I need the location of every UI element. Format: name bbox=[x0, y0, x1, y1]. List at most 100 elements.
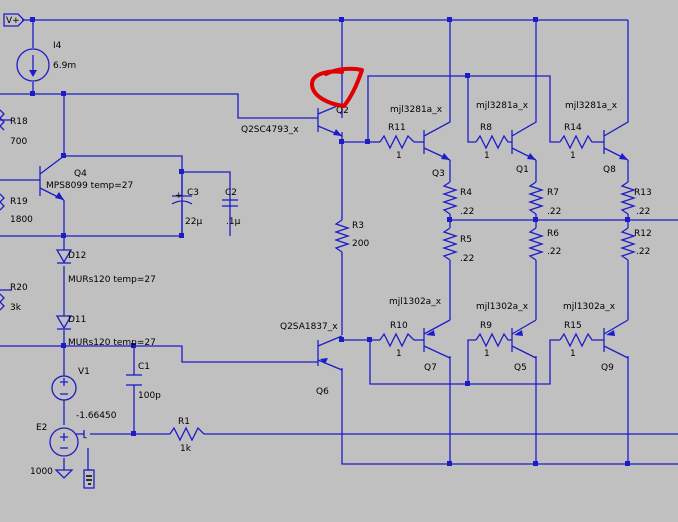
r7-value: .22 bbox=[547, 207, 561, 217]
junction bbox=[339, 139, 344, 144]
diode-d12[interactable]: D12 MURs120 temp=27 bbox=[55, 249, 156, 285]
c3-name: C3 bbox=[187, 188, 199, 198]
ground-symbol bbox=[83, 469, 95, 489]
q2-model: Q2SC4793_x bbox=[241, 125, 299, 135]
junction bbox=[447, 461, 452, 466]
diode-d11[interactable]: D11 MURs120 temp=27 bbox=[55, 315, 156, 348]
junction bbox=[447, 217, 452, 222]
resistor-r20[interactable]: R20 3k bbox=[0, 283, 28, 313]
r4-name: R4 bbox=[460, 188, 472, 198]
current-source-i4[interactable]: I4 6.9m bbox=[16, 41, 76, 82]
transistor-q7[interactable]: mjl1302a_x Q7 bbox=[389, 297, 451, 373]
r4-value: .22 bbox=[460, 207, 474, 217]
resistor-r3[interactable]: R3 200 bbox=[333, 219, 369, 253]
resistor-r15[interactable]: R15 1 bbox=[559, 321, 604, 359]
junction bbox=[30, 91, 35, 96]
q7-model: mjl1302a_x bbox=[389, 297, 442, 307]
r18-name: R18 bbox=[10, 117, 28, 127]
junction bbox=[625, 217, 630, 222]
net-flag-label: V+ bbox=[6, 16, 20, 26]
capacitor-c1[interactable]: C1 100p bbox=[126, 362, 161, 401]
e2-value: 1000 bbox=[30, 467, 53, 477]
v1-value: -1.66450 bbox=[76, 411, 117, 421]
r5-name: R5 bbox=[460, 235, 472, 245]
r3-name: R3 bbox=[352, 221, 364, 231]
q1-name: Q1 bbox=[516, 165, 529, 175]
voltage-source-v1[interactable]: V1 -1.66450 bbox=[51, 367, 117, 421]
junction bbox=[625, 461, 630, 466]
junction bbox=[339, 17, 344, 22]
transistor-q1[interactable]: mjl3281a_x Q1 bbox=[476, 101, 537, 175]
r19-value: 1800 bbox=[10, 215, 33, 225]
i4-value: 6.9m bbox=[53, 61, 76, 71]
transistor-q4[interactable]: Q4 MPS8099 temp=27 bbox=[39, 155, 133, 201]
q9-name: Q9 bbox=[601, 363, 614, 373]
q9-model: mjl1302a_x bbox=[563, 302, 616, 312]
c1-value: 100p bbox=[138, 391, 161, 401]
resistor-r11[interactable]: R11 1 bbox=[379, 123, 415, 161]
c3-plus: + bbox=[175, 191, 183, 201]
resistor-r10[interactable]: R10 1 bbox=[379, 321, 415, 359]
transistor-q6[interactable]: Q2SA1837_x Q6 bbox=[280, 322, 343, 397]
resistor-r6[interactable]: R6 .22 bbox=[527, 227, 561, 261]
junction bbox=[61, 91, 66, 96]
transistor-q5[interactable]: mjl1302a_x Q5 bbox=[476, 302, 537, 373]
r8-value: 1 bbox=[484, 151, 490, 161]
transistor-q9[interactable]: mjl1302a_x Q9 bbox=[563, 302, 629, 373]
resistor-r19[interactable]: R19 1800 bbox=[0, 193, 33, 225]
r11-value: 1 bbox=[396, 151, 402, 161]
resistor-r4[interactable]: R4 .22 bbox=[441, 181, 474, 217]
i4-name: I4 bbox=[53, 41, 62, 51]
c2-name: C2 bbox=[225, 188, 237, 198]
resistor-r7[interactable]: R7 .22 bbox=[527, 181, 561, 217]
capacitor-c2[interactable]: C2 .1µ bbox=[222, 188, 241, 227]
resistor-r9[interactable]: R9 1 bbox=[475, 321, 512, 359]
q3-model: mjl3281a_x bbox=[390, 105, 443, 115]
r1-value: 1k bbox=[180, 444, 192, 454]
junction bbox=[447, 17, 452, 22]
r15-value: 1 bbox=[570, 349, 576, 359]
resistor-r1[interactable]: R1 1k bbox=[169, 417, 205, 454]
d11-model: MURs120 temp=27 bbox=[68, 338, 156, 348]
q4-name: Q4 bbox=[74, 169, 87, 179]
r5-value: .22 bbox=[460, 254, 474, 264]
resistor-r14[interactable]: R14 1 bbox=[559, 123, 604, 161]
q5-name: Q5 bbox=[514, 363, 527, 373]
r1-name: R1 bbox=[178, 417, 190, 427]
e2-name: E2 bbox=[36, 423, 47, 433]
r20-name: R20 bbox=[10, 283, 28, 293]
net-flag-vplus[interactable]: V+ bbox=[3, 13, 25, 27]
junction bbox=[367, 337, 372, 342]
junction bbox=[179, 169, 184, 174]
source-e2[interactable]: - E2 1000 bbox=[30, 423, 87, 479]
r6-name: R6 bbox=[547, 229, 559, 239]
r3-value: 200 bbox=[352, 239, 369, 249]
transistor-q3[interactable]: mjl3281a_x Q3 bbox=[390, 105, 451, 179]
d12-model: MURs120 temp=27 bbox=[68, 275, 156, 285]
r9-value: 1 bbox=[484, 349, 490, 359]
red-circle-annotation bbox=[310, 66, 364, 108]
junction bbox=[131, 431, 136, 436]
junction bbox=[465, 73, 470, 78]
junction bbox=[533, 17, 538, 22]
d12-name: D12 bbox=[68, 251, 86, 261]
v1-name: V1 bbox=[78, 367, 90, 377]
r9-name: R9 bbox=[480, 321, 492, 331]
q5-model: mjl1302a_x bbox=[476, 302, 529, 312]
q6-model: Q2SA1837_x bbox=[280, 322, 338, 332]
resistor-r13[interactable]: R13 .22 bbox=[619, 181, 652, 217]
r6-value: .22 bbox=[547, 247, 561, 257]
transistor-q2[interactable]: Q2 Q2SC4793_x bbox=[241, 103, 349, 137]
q1-model: mjl3281a_x bbox=[476, 101, 529, 111]
resistor-r18[interactable]: R18 700 bbox=[0, 109, 28, 147]
junction bbox=[365, 139, 370, 144]
junction bbox=[533, 217, 538, 222]
resistor-r5[interactable]: R5 .22 bbox=[441, 227, 474, 264]
resistor-r12[interactable]: R12 .22 bbox=[619, 227, 652, 261]
junction bbox=[30, 17, 35, 22]
transistor-q8[interactable]: mjl3281a_x Q8 bbox=[565, 101, 629, 175]
junction bbox=[61, 153, 66, 158]
capacitor-c3[interactable]: + C3 22µ bbox=[171, 172, 202, 236]
resistor-r8[interactable]: R8 1 bbox=[475, 123, 512, 161]
